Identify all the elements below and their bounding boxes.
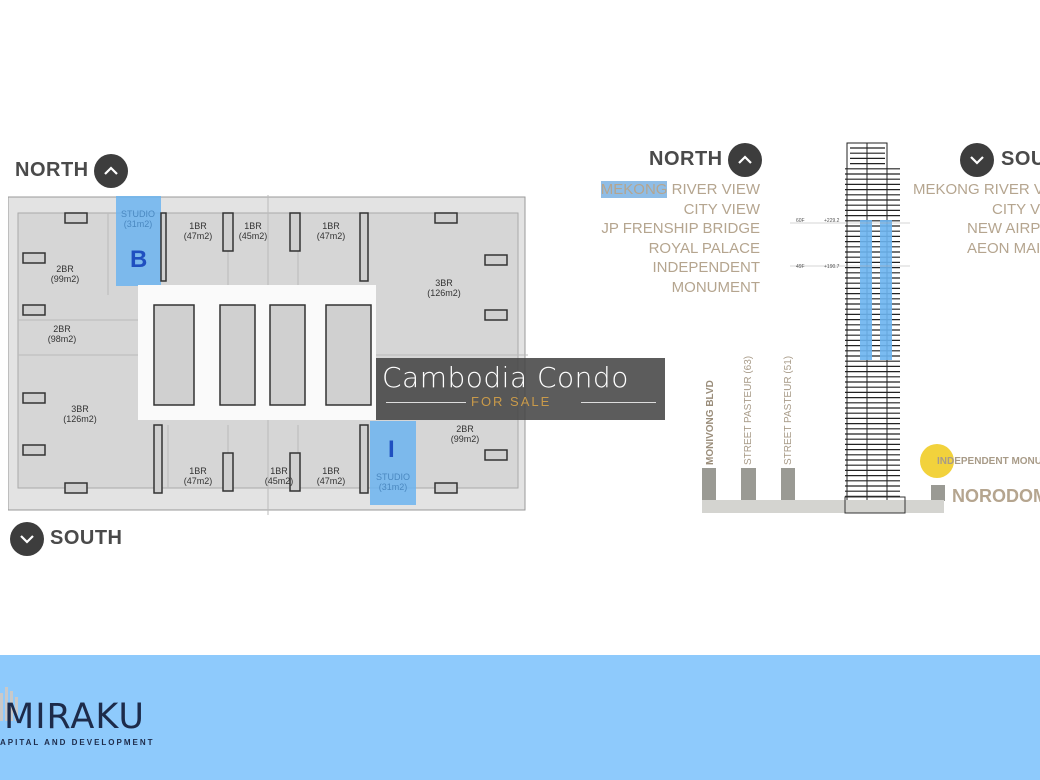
unit-marker-b: B <box>130 246 147 273</box>
elevation-south-label: SOU <box>1001 148 1040 170</box>
footer: MIRAKU APITAL AND DEVELOPMENT <box>0 655 1040 780</box>
north-views-list: MEKONG RIVER VIEW CITY VIEW JP FRENSHIP … <box>600 181 760 296</box>
logo-tagline: APITAL AND DEVELOPMENT <box>0 738 155 747</box>
level-floor: 49F <box>796 264 805 270</box>
street-label: STREET PASTEUR (63) <box>743 355 754 465</box>
unit-label: 3BR(126m2) <box>63 404 97 424</box>
watermark-subtitle: FOR SALE <box>471 394 552 409</box>
watermark: Cambodia Condo FOR SALE <box>376 358 665 420</box>
south-views-list: MEKONG RIVER VI CITY VI NEW AIRPO AEON M… <box>913 181 1040 257</box>
chevron-up-icon[interactable] <box>94 154 128 188</box>
elevation-north-label: NORTH <box>649 148 723 170</box>
north-label: NORTH <box>15 159 89 181</box>
unit-label: STUDIO(31m2) <box>376 472 410 492</box>
landmark-label: INDEPENDENT MONU <box>937 456 1040 467</box>
level-height: +229.2 <box>824 218 840 224</box>
logo-name: MIRAKU <box>4 697 145 737</box>
unit-label: 2BR(99m2) <box>51 264 80 284</box>
unit-label: 2BR(99m2) <box>451 424 480 444</box>
logo-building-icon <box>0 687 18 721</box>
unit-label: 1BR(47m2) <box>184 221 213 241</box>
unit-label: 1BR(47m2) <box>317 221 346 241</box>
street-label: STREET PASTEUR (51) <box>783 355 794 465</box>
unit-label: 3BR(126m2) <box>427 278 461 298</box>
floor-plan: 1BR(47m2) 1BR(45m2) 1BR(47m2) STUDIO(31m… <box>8 195 528 515</box>
street-label: MONIVONG BLVD <box>705 380 716 465</box>
road-label: NORODOM <box>952 486 1040 506</box>
unit-label: 1BR(47m2) <box>184 466 213 486</box>
unit-label: 2BR(98m2) <box>48 324 77 344</box>
unit-label: 1BR(45m2) <box>265 466 294 486</box>
unit-marker-i: I <box>388 436 395 463</box>
south-label: SOUTH <box>50 527 123 549</box>
unit-label: STUDIO(31m2) <box>121 209 155 229</box>
level-floor: 60F <box>796 218 805 224</box>
tower-elevation: 60F +229.2 49F +190.7 <box>702 142 954 514</box>
chevron-down-icon[interactable] <box>10 522 44 556</box>
level-height: +190.7 <box>824 264 840 270</box>
watermark-title: Cambodia Condo <box>382 361 629 394</box>
unit-label: 1BR(45m2) <box>239 221 268 241</box>
chevron-up-icon[interactable] <box>728 143 762 177</box>
chevron-down-icon[interactable] <box>960 143 994 177</box>
unit-label: 1BR(47m2) <box>317 466 346 486</box>
